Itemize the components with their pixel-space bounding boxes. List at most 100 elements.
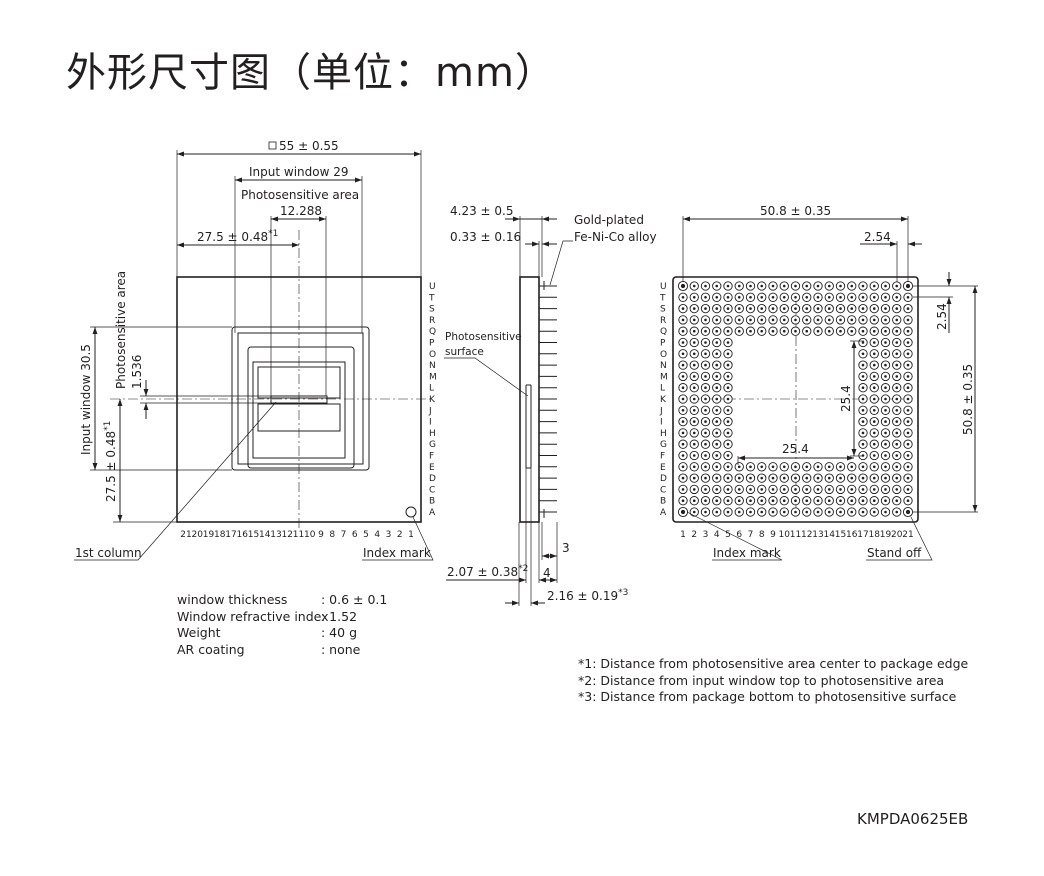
column-number: 19 — [203, 530, 215, 540]
pin — [824, 303, 834, 314]
leader-index-mark-bottom — [686, 511, 783, 561]
pin — [869, 326, 879, 336]
pin — [835, 315, 846, 325]
pin — [858, 405, 868, 415]
pin — [723, 315, 733, 325]
pin — [678, 383, 688, 393]
pin — [880, 360, 891, 370]
pin — [835, 507, 846, 517]
row-letter: E — [660, 463, 666, 473]
spec-row: Weight: 40 g — [177, 625, 387, 642]
pin — [880, 292, 891, 302]
pin — [678, 416, 688, 427]
column-number: 6 — [736, 530, 742, 540]
pin — [700, 484, 711, 495]
pin — [757, 326, 767, 336]
pin — [892, 394, 902, 404]
dim-window-to-area-ref: *2 — [518, 564, 528, 574]
pin — [880, 462, 891, 472]
column-number: 12 — [801, 530, 812, 540]
row-letter: Q — [660, 327, 667, 337]
column-number: 16 — [846, 530, 858, 540]
top-view: 55 ± 0.55 Input window 29 Photosensitive… — [74, 139, 437, 561]
pin-grid — [677, 280, 914, 518]
pin — [779, 484, 789, 495]
pin — [678, 303, 688, 314]
pin — [869, 349, 879, 359]
pin — [678, 405, 688, 415]
row-letter: C — [429, 485, 435, 495]
pin — [869, 337, 879, 348]
svg-text:2.16 ± 0.19*3: 2.16 ± 0.19*3 — [547, 588, 628, 603]
pin — [880, 439, 891, 449]
pin — [689, 428, 699, 438]
pin — [892, 371, 902, 382]
pin — [745, 326, 756, 336]
dim-pitch-y: 2.54 — [935, 303, 949, 330]
column-number: 7 — [341, 530, 347, 540]
pin — [892, 292, 902, 302]
pin — [712, 405, 722, 415]
pin — [892, 337, 902, 348]
pin — [723, 484, 733, 495]
pin — [802, 303, 812, 314]
pin — [880, 405, 891, 415]
row-letter: A — [429, 508, 436, 518]
pin — [745, 315, 756, 325]
pin — [892, 326, 902, 336]
dim-pitch-x: 2.54 — [864, 230, 891, 244]
column-number: 9 — [770, 530, 776, 540]
pin — [723, 303, 733, 314]
pin — [847, 315, 857, 325]
pin — [723, 281, 733, 291]
column-number: 18 — [869, 530, 881, 540]
index-mark-top — [405, 506, 417, 518]
label-index-mark-top: Index mark — [363, 546, 431, 560]
pin — [869, 496, 879, 506]
dim-center-x-ref: *1 — [268, 229, 278, 239]
pin — [802, 462, 812, 472]
pin — [802, 292, 812, 302]
column-number: 17 — [857, 530, 868, 540]
pin — [892, 428, 902, 438]
row-letter: O — [660, 350, 667, 360]
pin — [745, 496, 756, 506]
pin — [689, 383, 699, 393]
pin — [903, 416, 913, 427]
pin — [700, 416, 711, 427]
pin — [689, 315, 699, 325]
pin — [723, 405, 733, 415]
row-letter: D — [429, 474, 436, 484]
pin — [790, 303, 801, 314]
pin — [712, 337, 722, 348]
pin — [892, 450, 902, 461]
pin — [790, 292, 801, 302]
pin — [712, 394, 722, 404]
pin — [880, 473, 891, 483]
pin — [700, 439, 711, 449]
pin — [723, 383, 733, 393]
pin — [734, 315, 744, 325]
spec-row: Window refractive index: 1.52 — [177, 609, 387, 626]
row-letter: O — [429, 350, 436, 360]
pin — [869, 462, 879, 472]
row-letter: C — [660, 485, 666, 495]
pin — [880, 371, 891, 382]
pin — [712, 416, 722, 427]
spec-table: window thickness: 0.6 ± 0.1 Window refra… — [177, 592, 387, 658]
pin — [768, 484, 778, 495]
label-surface-2: surface — [445, 346, 484, 358]
pin — [712, 292, 722, 302]
pin — [903, 337, 913, 348]
row-letter: K — [660, 395, 667, 405]
pin — [700, 360, 711, 370]
pin — [869, 473, 879, 483]
pin — [835, 496, 846, 506]
pin — [880, 315, 891, 325]
pin — [712, 450, 722, 461]
row-letter: G — [660, 440, 667, 450]
pin — [869, 405, 879, 415]
pin — [824, 484, 834, 495]
column-number: 17 — [225, 530, 236, 540]
